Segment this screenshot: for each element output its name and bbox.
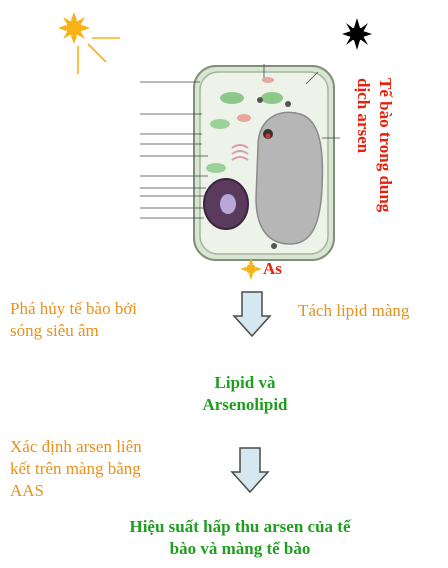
result2-line1: Hiệu suất hấp thu arsen của tế bbox=[90, 516, 390, 538]
down-arrow-icon-2 bbox=[230, 446, 270, 494]
cell-side-label: Tế bào trong dung dịch arsen bbox=[352, 78, 396, 283]
down-arrow-icon bbox=[232, 290, 272, 338]
cell-side-label-line1: Tế bào trong dung bbox=[376, 78, 395, 212]
step1-right-text: Tách lipid màng bbox=[298, 300, 409, 322]
step2-left-line1: Xác định arsen liên bbox=[10, 436, 220, 458]
step1-left-line2: sóng siêu âm bbox=[10, 320, 190, 342]
step1-left-line1: Phá hủy tế bào bởi bbox=[10, 298, 190, 320]
small-sun-icon bbox=[240, 258, 262, 280]
sun-icon bbox=[58, 8, 130, 78]
result1-line2: Arsenolipid bbox=[170, 394, 320, 416]
step2-left-text: Xác định arsen liên kết trên màng bằng A… bbox=[10, 436, 220, 502]
dark-star-icon bbox=[342, 18, 372, 50]
plant-cell-illustration bbox=[140, 58, 340, 270]
as-label: As bbox=[263, 258, 282, 280]
result1-text: Lipid và Arsenolipid bbox=[170, 372, 320, 416]
step2-left-line3: AAS bbox=[10, 480, 220, 502]
result2-text: Hiệu suất hấp thu arsen của tế bào và mà… bbox=[90, 516, 390, 560]
step2-left-line2: kết trên màng bằng bbox=[10, 458, 220, 480]
step1-left-text: Phá hủy tế bào bởi sóng siêu âm bbox=[10, 298, 190, 342]
result1-line1: Lipid và bbox=[170, 372, 320, 394]
result2-line2: bào và màng tế bào bbox=[90, 538, 390, 560]
cell-side-label-line2: dịch arsen bbox=[354, 78, 373, 153]
